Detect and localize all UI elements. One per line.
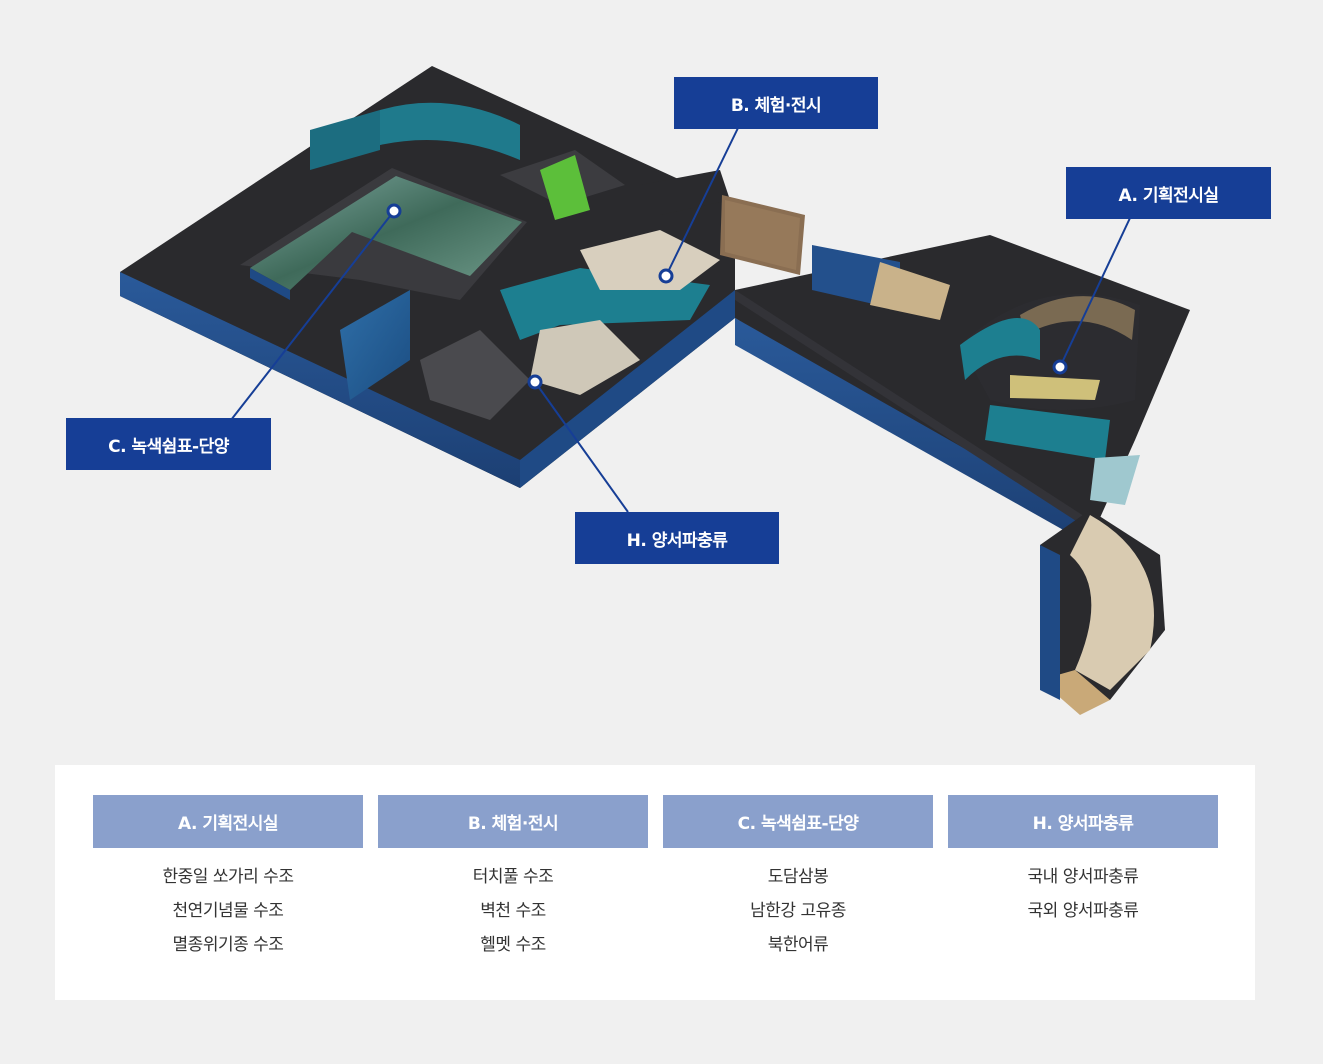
legend-panel: A. 기획전시실 한중일 쏘가리 수조 천연기념물 수조 멸종위기종 수조 B.… [55,765,1255,1000]
callout-a[interactable]: A. 기획전시실 [1066,167,1271,219]
location-pins [386,203,1068,390]
callout-b[interactable]: B. 체험·전시 [674,77,878,129]
legend-list: 한중일 쏘가리 수조 천연기념물 수조 멸종위기종 수조 [93,860,363,962]
building-right-wing [735,235,1190,715]
legend-list: 국내 양서파충류 국외 양서파충류 [948,860,1218,928]
legend-item: 헬멧 수조 [480,935,546,955]
callout-h[interactable]: H. 양서파충류 [575,512,779,564]
legend-heading: B. 체험·전시 [378,795,648,848]
legend-column-a: A. 기획전시실 한중일 쏘가리 수조 천연기념물 수조 멸종위기종 수조 [93,795,363,962]
legend-item: 한중일 쏘가리 수조 [162,867,294,887]
legend-heading: A. 기획전시실 [93,795,363,848]
legend-item: 터치풀 수조 [472,867,554,887]
pin-h [527,374,543,390]
legend-heading: H. 양서파충류 [948,795,1218,848]
legend-item: 멸종위기종 수조 [172,935,284,955]
callout-c[interactable]: C. 녹색쉼표-단양 [66,418,271,470]
legend-item: 국외 양서파충류 [1027,901,1139,921]
leader-lines [230,127,1131,513]
legend-item: 천연기념물 수조 [172,901,284,921]
legend-list: 터치풀 수조 벽천 수조 헬멧 수조 [378,860,648,962]
legend-column-b: B. 체험·전시 터치풀 수조 벽천 수조 헬멧 수조 [378,795,648,962]
floor-map: B. 체험·전시 A. 기획전시실 C. 녹색쉼표-단양 H. 양서파충류 [66,66,1271,715]
legend-column-h: H. 양서파충류 국내 양서파충류 국외 양서파충류 [948,795,1218,928]
pin-c [386,203,402,219]
legend-column-c: C. 녹색쉼표-단양 도담삼봉 남한강 고유종 북한어류 [663,795,933,962]
legend-list: 도담삼봉 남한강 고유종 북한어류 [663,860,933,962]
legend-heading: C. 녹색쉼표-단양 [663,795,933,848]
pin-a [1052,359,1068,375]
building-left-wing [120,66,805,488]
legend-item: 벽천 수조 [480,901,546,921]
legend-item: 남한강 고유종 [750,901,846,921]
legend-item: 도담삼봉 [767,867,829,887]
legend-item: 국내 양서파충류 [1027,867,1139,887]
legend-item: 북한어류 [767,935,829,955]
pin-b [658,268,674,284]
floor-plan-illustration [120,66,1190,715]
